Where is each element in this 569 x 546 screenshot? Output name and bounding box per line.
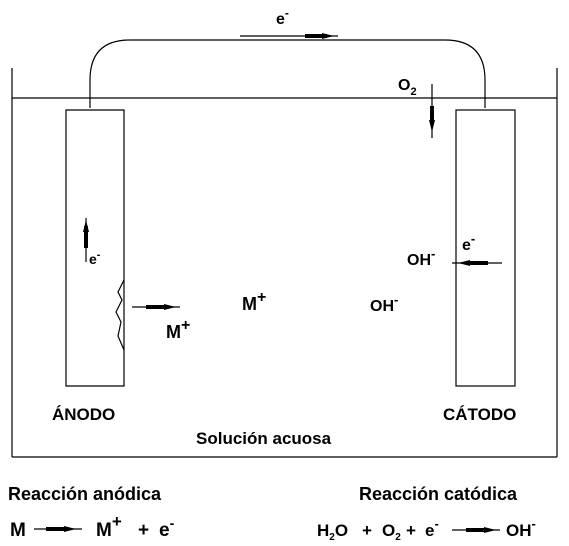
external-wire <box>89 39 486 108</box>
metal-ion-near-anode: M+ <box>166 317 190 342</box>
svg-text:OH-: OH- <box>506 516 536 540</box>
svg-text:+: + <box>138 520 149 541</box>
cathode-label: CÁTODO <box>443 405 516 424</box>
svg-text:M: M <box>10 520 26 541</box>
hydroxide-in-solution: OH- <box>370 292 398 315</box>
anode-corrosion-pit <box>115 279 125 351</box>
metal-ion-arrow <box>132 304 180 310</box>
anode-electron-label: e- <box>89 249 101 267</box>
anodic-reaction-equation: M M+ + e- <box>10 512 175 541</box>
svg-text:e-: e- <box>425 516 439 540</box>
cathodic-reaction-equation: H2O + O2 + e- OH- <box>317 516 536 543</box>
cathode-electrode <box>455 109 516 387</box>
cathode-electron-arrow <box>452 260 502 266</box>
svg-text:+: + <box>362 521 372 540</box>
cathode-hydroxide-label: OH- <box>407 246 435 269</box>
solution-label: Solución acuosa <box>196 429 332 448</box>
anode-electrode <box>65 109 125 387</box>
wire-electron-arrow <box>240 33 338 39</box>
electrolyte-container <box>11 68 558 458</box>
svg-text:e-: e- <box>159 515 175 541</box>
anode-electron-arrow <box>83 218 89 262</box>
svg-text:M+: M+ <box>96 512 122 541</box>
cathode-electron-label: e- <box>462 231 475 254</box>
oxygen-arrow <box>429 84 435 138</box>
svg-text:H2O: H2O <box>317 521 348 543</box>
metal-ion-in-solution: M+ <box>242 289 266 314</box>
anode-label: ÁNODO <box>52 405 115 424</box>
anodic-reaction-title: Reacción anódica <box>8 484 162 504</box>
oxygen-label: O2 <box>398 77 417 98</box>
wire-electron-label: e- <box>276 6 289 28</box>
cathodic-reaction-title: Reacción catódica <box>359 484 518 504</box>
svg-text:O2: O2 <box>382 521 401 543</box>
svg-text:+: + <box>406 521 416 540</box>
